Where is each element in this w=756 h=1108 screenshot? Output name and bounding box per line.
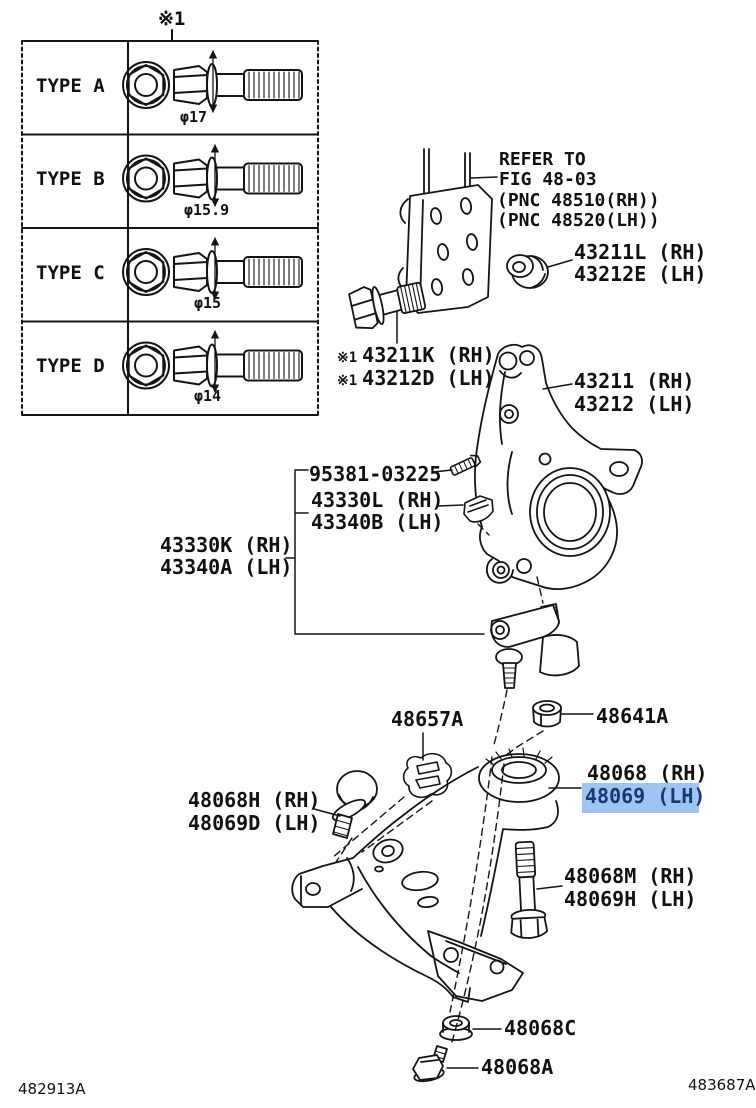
leader-arm-rear-bolt bbox=[536, 885, 563, 890]
part-label-48641A[interactable]: 48641A bbox=[596, 704, 669, 728]
leader-knuckle-bush bbox=[547, 259, 573, 268]
leader-cam-bolt bbox=[432, 469, 453, 473]
bolt-type-d-diameter: φ14 bbox=[194, 387, 222, 405]
selected-part-highlight bbox=[582, 783, 699, 813]
part-label-48068H[interactable]: 48068H (RH) bbox=[188, 788, 321, 812]
part-label-43211L[interactable]: 43211L (RH) bbox=[574, 240, 707, 264]
refer-note-line4: (PNC 48520(LH)) bbox=[497, 210, 660, 231]
refer-note-line3: (PNC 48510(RH)) bbox=[497, 190, 660, 211]
leader-arm-front-bolt bbox=[313, 808, 341, 817]
steering-knuckle-art bbox=[474, 343, 643, 590]
table-ref-mark: ※1 bbox=[158, 8, 186, 30]
leader-lines bbox=[285, 176, 594, 1069]
part-label-43330K[interactable]: 43330K (RH) bbox=[160, 533, 293, 557]
arm-front-bolt-art bbox=[331, 770, 378, 839]
part-label-43212E[interactable]: 43212E (LH) bbox=[574, 262, 707, 286]
bolt-type-a-label: TYPE A bbox=[36, 75, 105, 97]
refer-note-line1: REFER TO bbox=[499, 149, 586, 170]
cam-bolt-art bbox=[449, 454, 482, 476]
part-label-48068C[interactable]: 48068C bbox=[504, 1016, 577, 1040]
figure-code-right: 483687A bbox=[688, 1076, 756, 1094]
projection-dashed-lines bbox=[331, 523, 544, 1043]
part-label-48068M[interactable]: 48068M (RH) bbox=[564, 864, 697, 888]
arm-clamp-art bbox=[402, 752, 453, 798]
part-label-48069-selected[interactable]: 48069 (LH) bbox=[585, 784, 706, 808]
arm-lower-bolt-art bbox=[412, 1045, 448, 1083]
bj-nut-art bbox=[532, 700, 562, 728]
arm-rear-bolt-art bbox=[510, 840, 549, 939]
part-label-43340B[interactable]: 43340B (LH) bbox=[311, 510, 444, 534]
ref-mark-43211K: ※1 bbox=[337, 350, 358, 366]
ball-joint-art bbox=[490, 603, 580, 689]
strut-bracket-art bbox=[397, 148, 493, 314]
part-label-43330L[interactable]: 43330L (RH) bbox=[311, 488, 444, 512]
control-arm-art bbox=[291, 747, 560, 1003]
leader-knuckle bbox=[542, 383, 573, 390]
bolt-type-b-diameter: φ15.9 bbox=[184, 201, 230, 219]
refer-note-line2: FIG 48-03 bbox=[499, 169, 597, 190]
part-label-43212[interactable]: 43212 (LH) bbox=[574, 392, 695, 416]
part-label-48069D[interactable]: 48069D (LH) bbox=[188, 811, 321, 835]
leader-bj-attachment bbox=[437, 504, 464, 507]
part-label-48069H[interactable]: 48069H (LH) bbox=[564, 887, 697, 911]
part-label-43211[interactable]: 43211 (RH) bbox=[574, 369, 695, 393]
part-label-43340A[interactable]: 43340A (LH) bbox=[160, 555, 293, 579]
leader-ball-joint-bracket bbox=[285, 469, 485, 635]
bolt-table-grid bbox=[21, 29, 319, 416]
bolt-type-b-label: TYPE B bbox=[36, 168, 105, 190]
part-label-48657A[interactable]: 48657A bbox=[391, 707, 464, 731]
bolt-type-c-diameter: φ15 bbox=[194, 294, 222, 312]
bolt-type-c-label: TYPE C bbox=[36, 262, 105, 284]
bolt-type-d-label: TYPE D bbox=[36, 355, 105, 377]
knuckle-bolt-art bbox=[348, 281, 427, 330]
part-label-48068[interactable]: 48068 (RH) bbox=[587, 761, 708, 785]
bolt-type-illustrations bbox=[122, 50, 303, 393]
ref-mark-43212D: ※1 bbox=[337, 373, 358, 389]
knuckle-bushing-art bbox=[506, 254, 549, 289]
bj-attachment-art bbox=[463, 495, 494, 523]
arm-nut-art bbox=[439, 1015, 473, 1041]
figure-code-left: 482913A bbox=[18, 1080, 86, 1098]
part-label-48068A[interactable]: 48068A bbox=[481, 1055, 554, 1079]
bolt-type-a-diameter: φ17 bbox=[180, 108, 208, 126]
leader-refer-note bbox=[470, 176, 498, 179]
part-label-95381[interactable]: 95381-03225 bbox=[309, 462, 442, 486]
